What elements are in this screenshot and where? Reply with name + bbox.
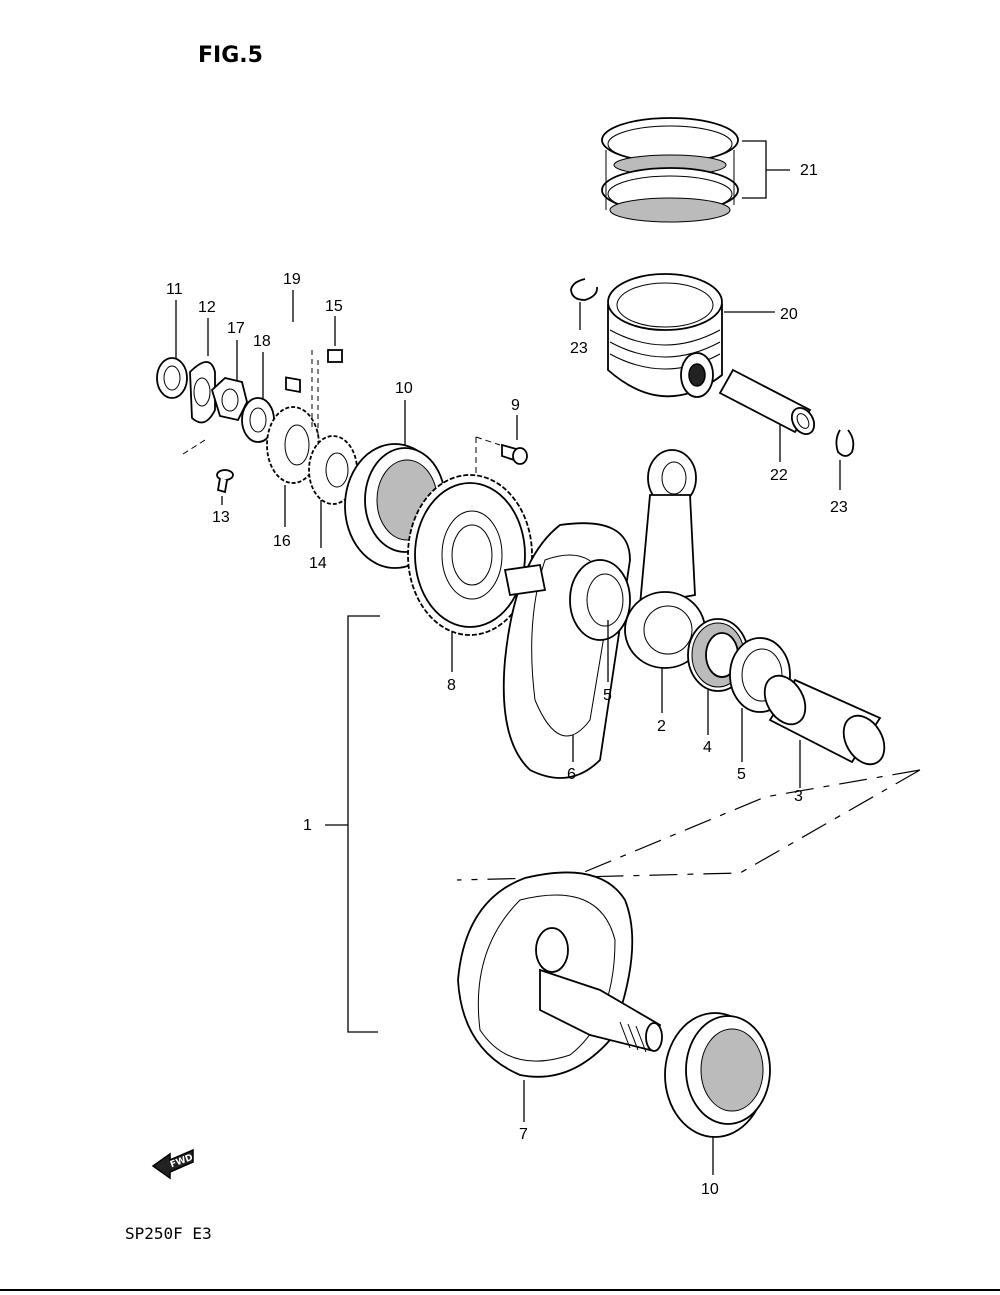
crank-pin: [763, 674, 886, 766]
connecting-rod: [624, 449, 706, 669]
callout-7: 7: [519, 1126, 528, 1143]
forward-arrow-icon: FWD: [151, 1148, 195, 1180]
piston: [607, 273, 723, 398]
callout-8: 8: [447, 677, 456, 694]
callout-21: 21: [800, 162, 818, 179]
callout-18: 18: [253, 333, 271, 350]
callout-3: 3: [794, 788, 803, 805]
callout-10b: 10: [701, 1181, 719, 1198]
callout-1: 1: [303, 817, 312, 834]
circlip-left: [570, 278, 598, 301]
callout-5b: 5: [737, 766, 746, 783]
callout-13: 13: [212, 509, 230, 526]
fwd-label: FWD: [169, 1153, 195, 1170]
callout-6: 6: [567, 766, 576, 783]
callout-23b: 23: [830, 499, 848, 516]
small-parts-group: [156, 349, 358, 505]
dowel-pin: [501, 443, 528, 465]
callout-22: 22: [770, 467, 788, 484]
callout-23a: 23: [570, 340, 588, 357]
figure-title: FIG.5: [198, 43, 263, 68]
callout-17: 17: [227, 320, 245, 337]
callout-9: 9: [511, 397, 520, 414]
crank-flywheel-left: [502, 522, 631, 779]
callout-14: 14: [309, 555, 327, 572]
callout-10a: 10: [395, 380, 413, 397]
callout-11: 11: [166, 281, 183, 298]
callout-4: 4: [703, 739, 712, 756]
model-code: SP250F E3: [125, 1224, 212, 1243]
callout-15: 15: [325, 298, 343, 315]
circlip-right: [835, 429, 855, 457]
callout-2: 2: [657, 718, 666, 735]
callout-19: 19: [283, 271, 301, 288]
primary-gear: [407, 474, 533, 636]
crank-flywheel-right: [457, 871, 663, 1078]
callout-20: 20: [780, 306, 798, 323]
callout-5a: 5: [603, 687, 612, 704]
piston-rings: [601, 117, 739, 223]
callout-12: 12: [198, 299, 216, 316]
piston-pin: [718, 368, 816, 436]
callout-16: 16: [273, 533, 291, 550]
bearing-lower: [664, 1012, 771, 1138]
